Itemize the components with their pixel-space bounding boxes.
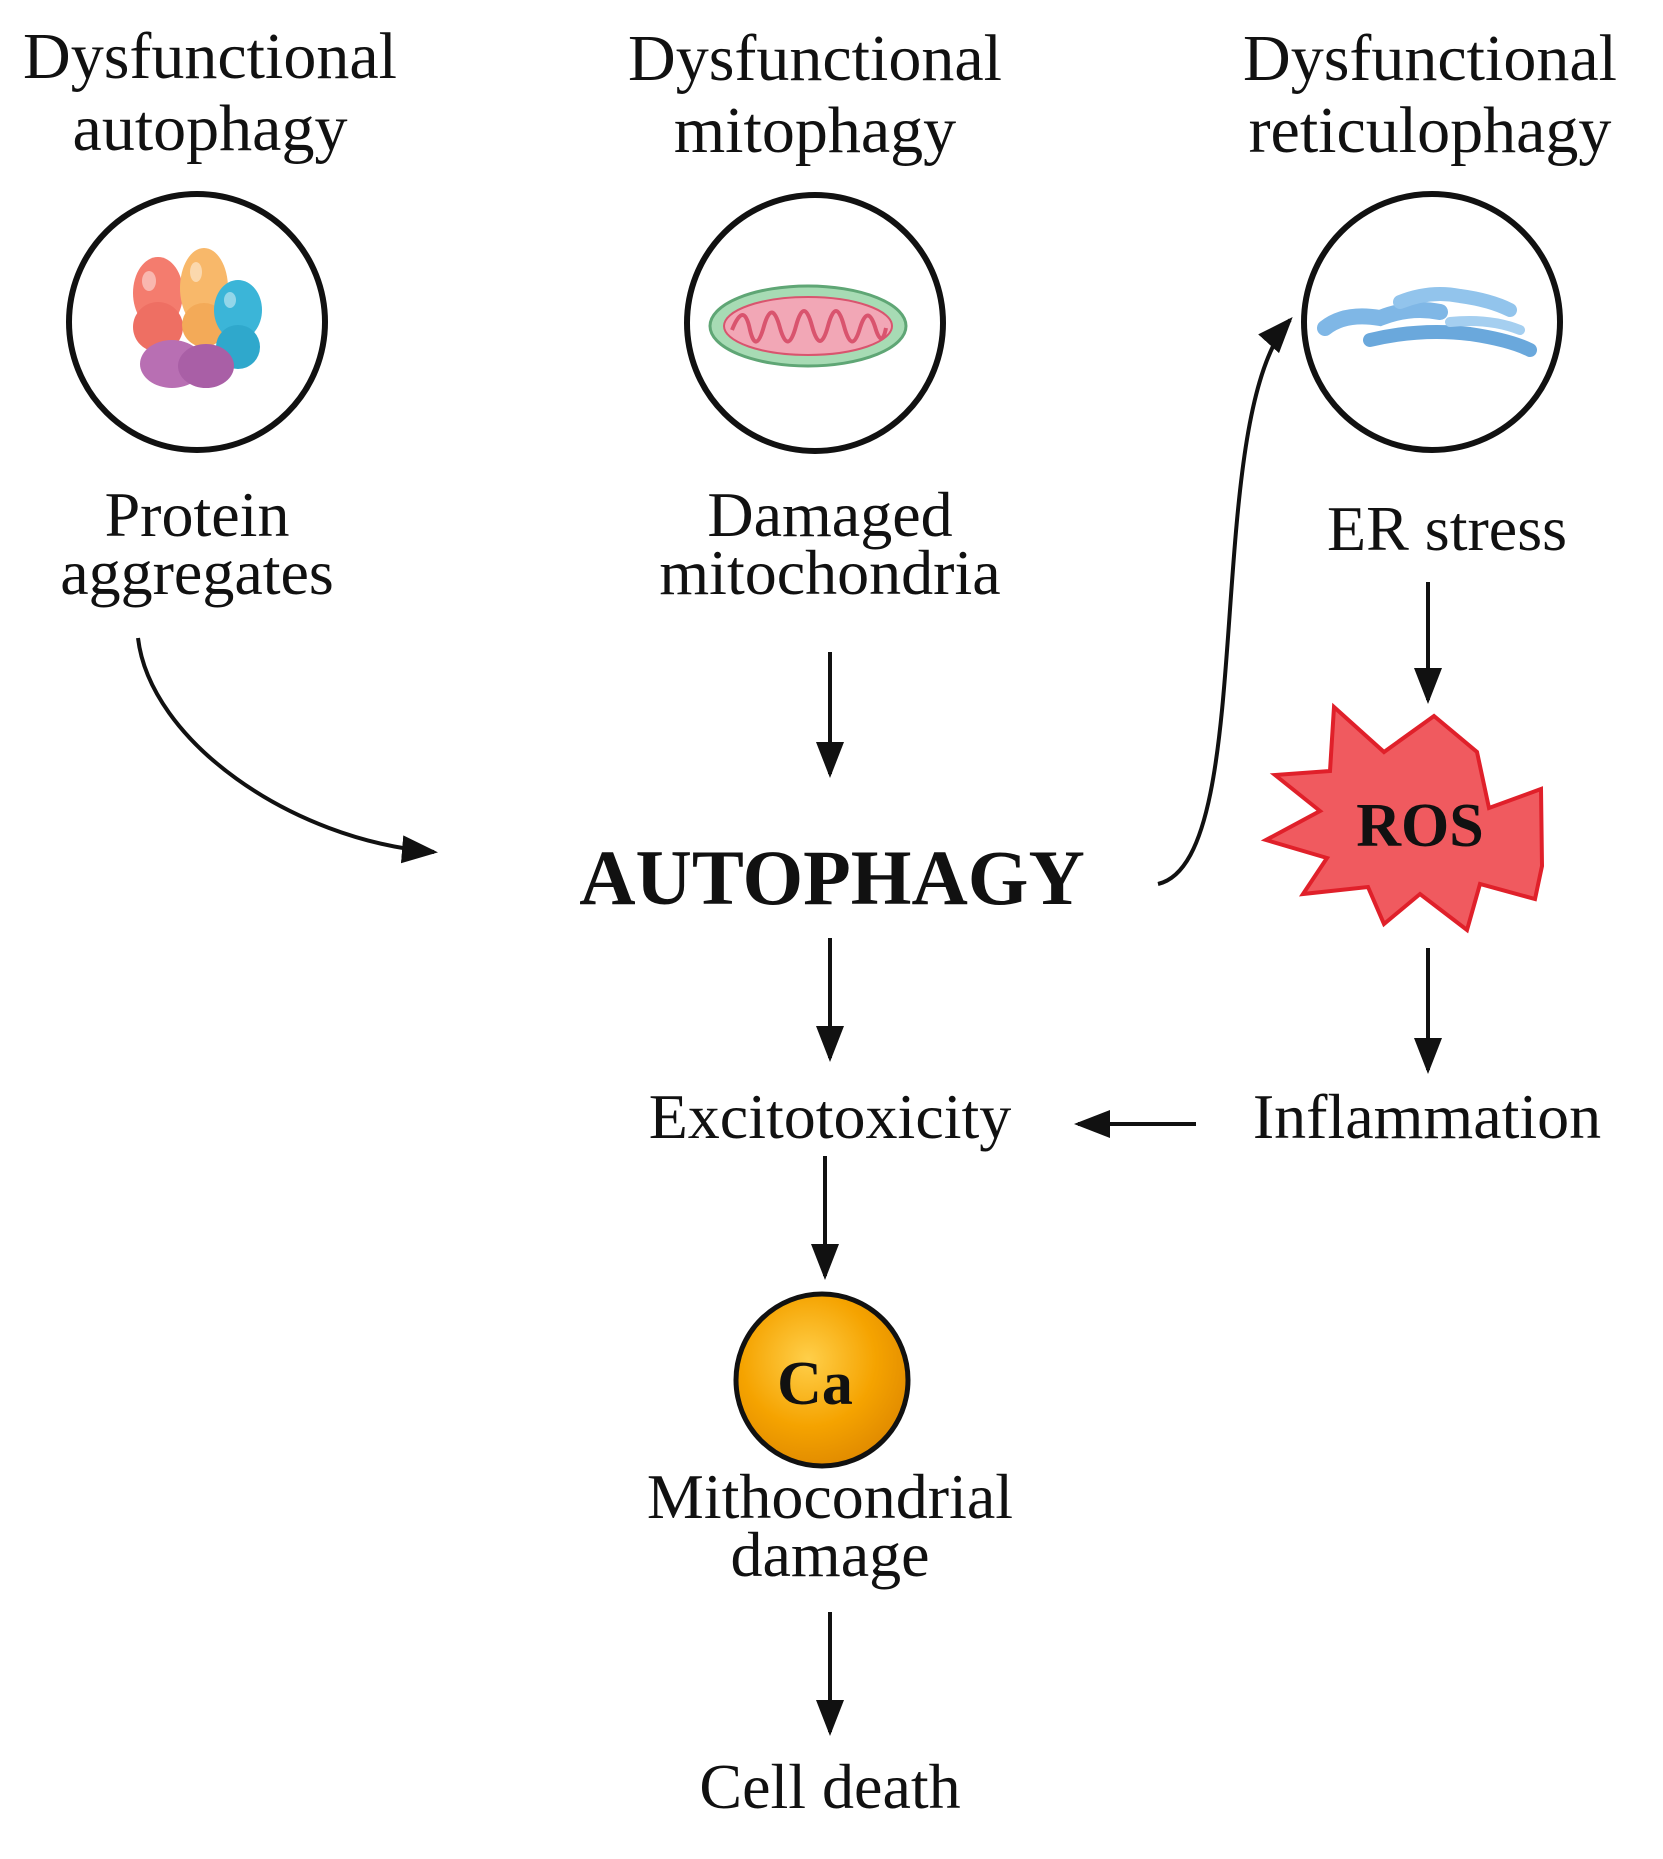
autophagy-label: AUTOPHAGY: [579, 834, 1085, 921]
excitotoxicity-label: Excitotoxicity: [649, 1081, 1012, 1152]
left-caption-line1: Protein: [105, 479, 290, 550]
right-title-line1: Dysfunctional: [1243, 22, 1617, 95]
cell-death-label: Cell death: [699, 1751, 960, 1822]
arrow-protein-to-autophagy: [136, 637, 438, 864]
calcium-label: Ca: [777, 1350, 853, 1418]
inflammation-label: Inflammation: [1253, 1081, 1601, 1152]
endoplasmic-reticulum-icon: [1301, 191, 1563, 453]
mitochondrion-icon: [684, 192, 946, 454]
arrow-autophagy-to-reticulophagy: [1157, 317, 1293, 886]
mito-damage-line1: Mithocondrial: [647, 1461, 1013, 1532]
middle-title-line2: mitophagy: [674, 94, 956, 167]
left-title-line2: autophagy: [73, 92, 348, 165]
right-caption: ER stress: [1327, 493, 1567, 564]
mito-damage-line2: damage: [731, 1519, 930, 1590]
left-title-line1: Dysfunctional: [23, 20, 397, 93]
middle-caption-line1: Damaged: [707, 479, 952, 550]
left-caption-line2: aggregates: [60, 537, 334, 608]
middle-title-line1: Dysfunctional: [628, 22, 1002, 95]
protein-aggregate-icon: [66, 191, 328, 453]
calcium-icon: [733, 1291, 911, 1469]
ros-burst-icon: [1260, 702, 1545, 934]
ros-label: ROS: [1356, 792, 1483, 860]
middle-caption-line2: mitochondria: [659, 537, 1000, 608]
right-title-line2: reticulophagy: [1249, 94, 1612, 167]
